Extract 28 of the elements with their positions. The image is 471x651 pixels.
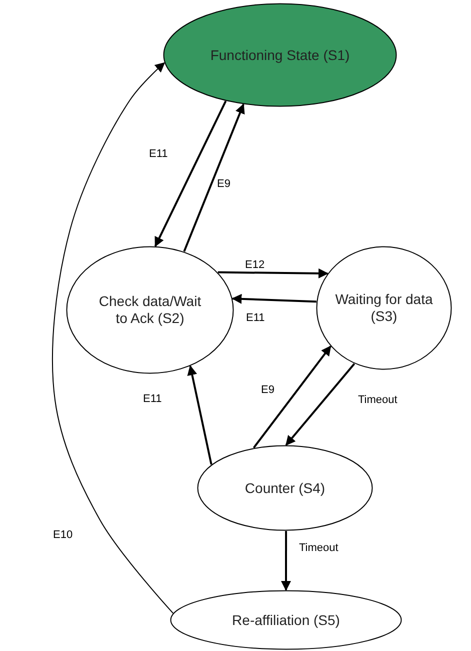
state-label: Re-affiliation (S5) (231, 612, 341, 628)
arrow (232, 294, 316, 304)
edge-label: Timeout (298, 542, 340, 554)
arrow (183, 103, 245, 252)
state-label: Check data/Wait to Ack (S2) (98, 293, 202, 327)
state-ellipse (163, 3, 397, 107)
state-ellipse (66, 246, 234, 374)
arrow (52, 62, 174, 614)
edge-label: E9 (216, 178, 232, 190)
edge-label: E11 (148, 148, 169, 160)
edge-label: E12 (244, 259, 266, 271)
edge-label: Timeout (357, 394, 398, 406)
state-ellipse (316, 246, 452, 370)
state-label: Functioning State (S1) (209, 46, 351, 64)
arrow (285, 363, 356, 446)
edge-label: E11 (142, 393, 163, 405)
edge-label: E9 (260, 384, 276, 396)
state-label: Counter (S4) (244, 480, 326, 496)
arrow (252, 346, 332, 448)
edge-label: E10 (52, 529, 74, 541)
state-ellipse (170, 590, 402, 650)
state-label: Waiting for data (S3) (334, 291, 434, 325)
arrow (187, 365, 212, 465)
state-ellipse (197, 445, 373, 531)
edge-label: E11 (245, 312, 266, 324)
arrow (154, 100, 227, 248)
arrow (281, 531, 291, 591)
arrow (218, 268, 329, 278)
